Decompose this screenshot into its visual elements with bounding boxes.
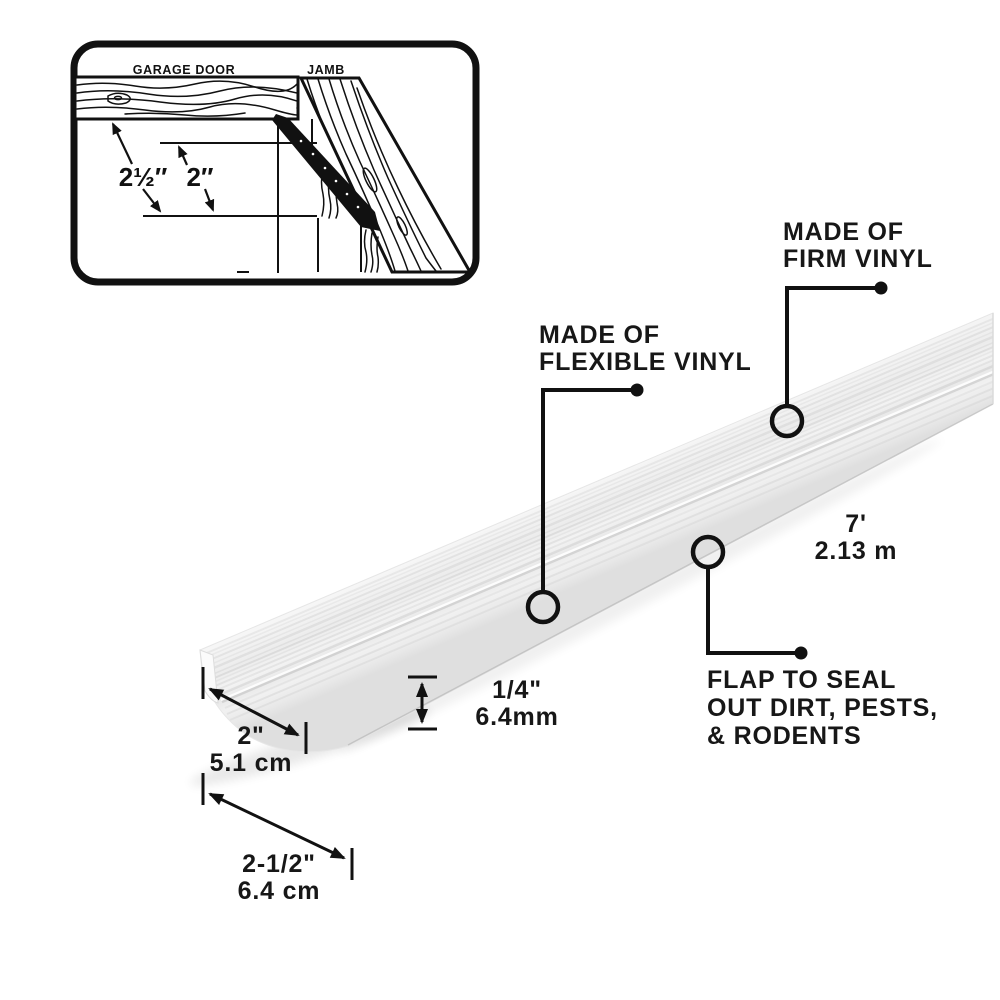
overall-width-dimension-label: 2-1/2" 6.4 cm [217,851,341,905]
leader-dot [874,281,888,295]
thickness-dimension-label: 1/4" 6.4mm [457,677,577,731]
callout-firm-vinyl-line2: FIRM VINYL [783,245,933,273]
length-imperial: 7' [845,510,867,538]
callout-flap-line3: & RODENTS [707,722,862,750]
inset-offset-dimension: 2½″ [119,162,168,192]
callout-firm-vinyl: MADE OF FIRM VINYL [783,219,933,273]
firm-vinyl-leader [769,281,888,439]
garage-door-label: GARAGE DOOR [133,63,235,77]
garage-door-board [73,75,300,121]
vinyl-seal-strip [199,312,994,753]
flap-leader [690,534,808,660]
flange-width-imperial: 2" [237,722,265,750]
inset-gap-dimension: 2″ [187,162,214,192]
callout-flexible-vinyl-line2: FLEXIBLE VINYL [539,348,752,376]
callout-firm-vinyl-line1: MADE OF [783,218,904,246]
length-dimension-label: 7' 2.13 m [796,511,916,565]
leader-dot [630,383,644,397]
callout-ring-icon [690,534,726,570]
jamb-board [298,76,473,274]
length-metric: 2.13 m [814,537,898,565]
callout-flexible-vinyl-line1: MADE OF [539,321,660,349]
callout-flap-line2: OUT DIRT, PESTS, [707,694,938,722]
callout-ring-icon [525,589,561,625]
overall-width-imperial: 2-1/2" [242,850,316,878]
inset-seal-strip [272,114,380,231]
strip-ribs [201,317,993,721]
flange-width-dimension-label: 2" 5.1 cm [191,723,311,777]
callout-flexible-vinyl: MADE OF FLEXIBLE VINYL [539,322,752,376]
jamb-label: JAMB [307,63,345,77]
installation-inset-diagram: GARAGE DOOR JAMB 2½″ 2″ [70,40,480,286]
callout-flap-line1: FLAP TO SEAL [707,666,897,694]
overall-width-dimension-arrow [201,773,354,880]
flexible-vinyl-leader [525,383,644,625]
inset-reference-lines [143,78,380,273]
overall-width-metric: 6.4 cm [237,877,321,905]
flange-width-dimension-arrow [201,667,308,754]
flange-width-metric: 5.1 cm [209,749,293,777]
callout-flap: FLAP TO SEAL OUT DIRT, PESTS, & RODENTS [707,666,938,750]
thickness-dimension-arrow [408,675,437,731]
inset-dimension-arrows [112,122,215,213]
callout-ring-icon [769,403,805,439]
leader-dot [794,646,808,660]
thickness-imperial: 1/4" [492,676,542,704]
thickness-metric: 6.4mm [475,703,559,731]
